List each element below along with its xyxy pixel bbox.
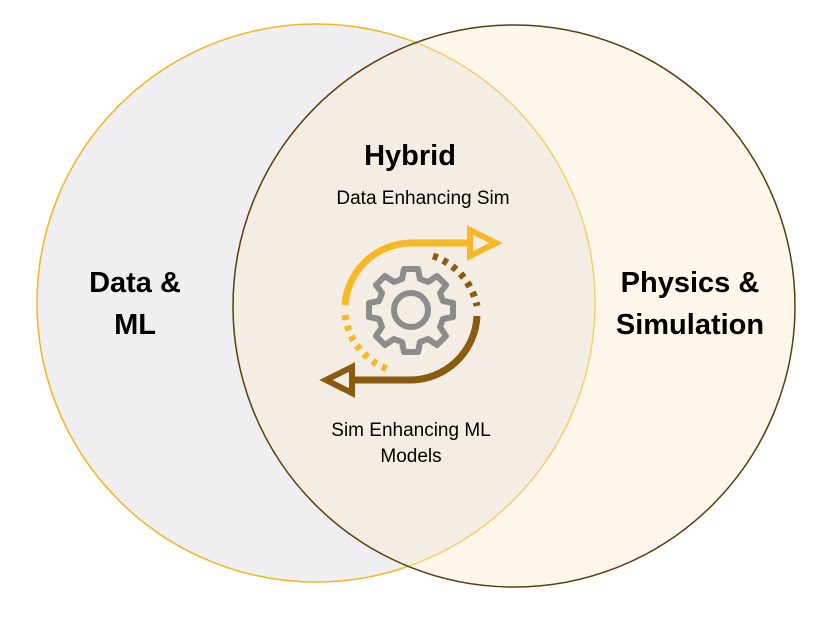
physics-simulation-label: Physics & Simulation [600,262,780,346]
brown-arrow-path [352,315,481,384]
hybrid-title: Hybrid [364,140,456,172]
caption-line1: Sim Enhancing ML [331,420,491,441]
data-ml-line1: Data & [89,267,181,299]
data-ml-circle [36,23,596,583]
data-ml-line2: ML [114,309,156,341]
data-ml-label: Data & ML [60,262,210,346]
caption-line2: Models [380,446,442,467]
cycle-icon [319,225,503,398]
yellow-arrow-head [467,225,503,261]
data-enhancing-sim-caption: Data Enhancing Sim [336,188,510,209]
sim-enhancing-ml-caption: Sim Enhancing ML Models [281,418,541,470]
physics-line2: Simulation [615,309,765,341]
brown-dotted-path [431,252,481,307]
physics-simulation-circle [232,24,796,588]
gear-icon [366,266,456,355]
brown-arrow-head [319,362,355,398]
yellow-arrow-path [341,239,470,306]
yellow-dotted-path [341,314,392,374]
physics-line1: Physics & [620,267,760,299]
